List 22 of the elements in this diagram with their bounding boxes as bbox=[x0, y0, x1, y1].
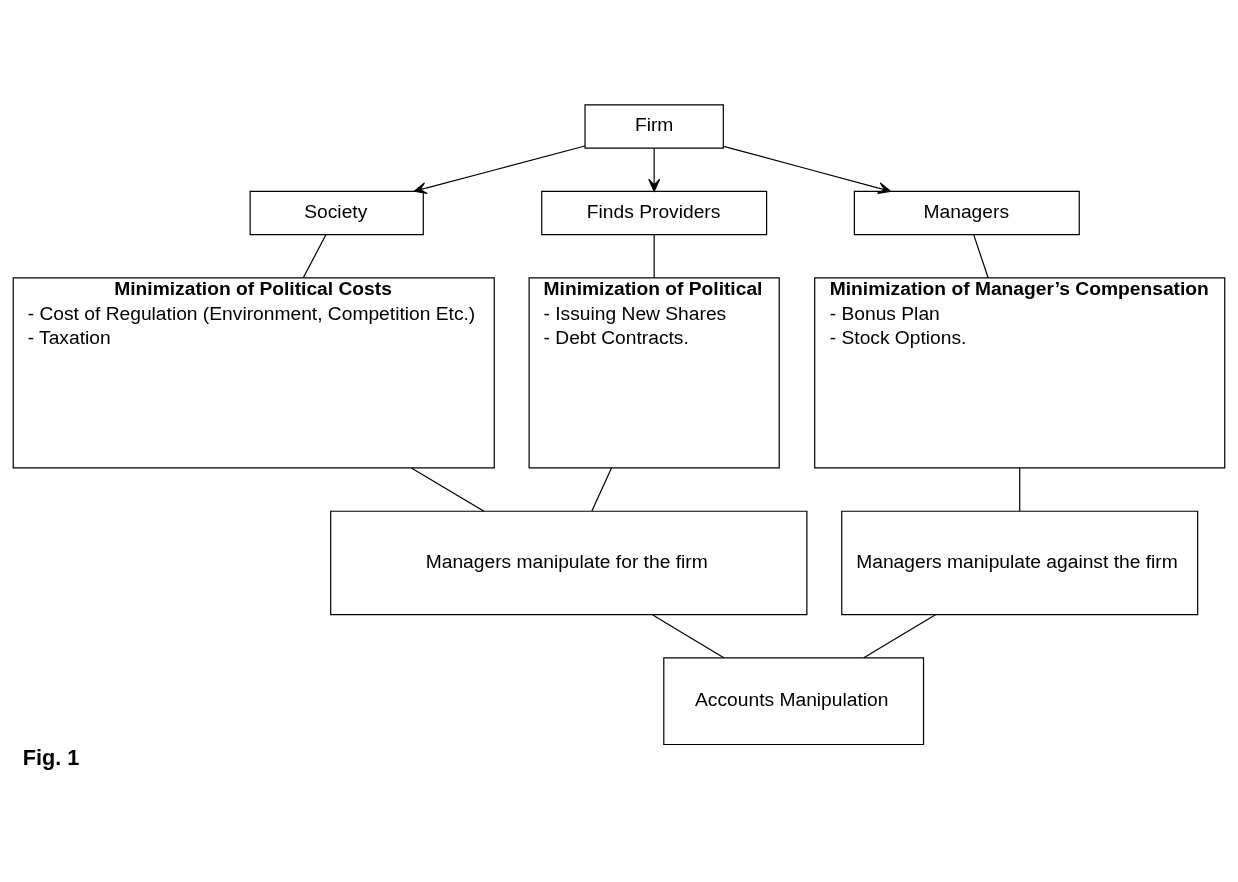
caption: Fig. 1 bbox=[22, 744, 80, 770]
node-box: Minimization of Political - Issuing New Shares - Debt Contracts. bbox=[528, 276, 780, 469]
node-box: Managers manipulate for the firm bbox=[330, 510, 808, 615]
connector bbox=[591, 466, 613, 512]
connector bbox=[653, 233, 655, 278]
node-box: Society bbox=[249, 190, 424, 235]
connector bbox=[651, 613, 725, 658]
connector bbox=[1019, 466, 1021, 512]
connector bbox=[410, 466, 485, 512]
node-box: Minimization of Political Costs - Cost of Regulation (Environment, Competition Etc.) - Taxation bbox=[12, 276, 495, 469]
arrow bbox=[648, 147, 661, 192]
node-box: Firm bbox=[584, 103, 724, 149]
connector bbox=[973, 233, 989, 278]
arrow bbox=[722, 145, 892, 194]
node-box: Finds Providers bbox=[541, 190, 768, 235]
node-box: Accounts Manipulation bbox=[663, 656, 925, 745]
node-box: Managers bbox=[853, 190, 1080, 235]
node-box: Minimization of Manager’s Compensation - Bonus Plan - Stock Options. bbox=[814, 276, 1226, 469]
connector bbox=[863, 613, 937, 658]
arrow bbox=[413, 144, 586, 194]
node-box: Managers manipulate against the firm bbox=[841, 510, 1199, 615]
connector bbox=[302, 233, 327, 278]
